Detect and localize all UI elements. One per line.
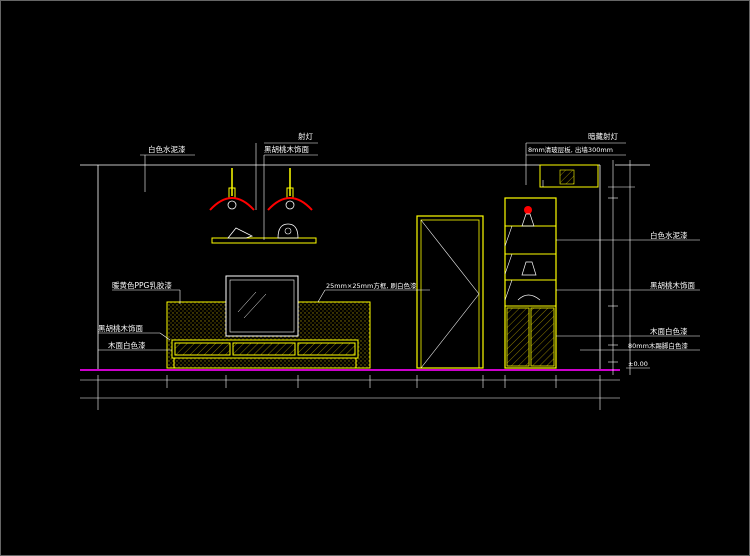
label-spotlight: 射灯	[298, 131, 313, 141]
label-ppg-latex: 暖黄色PPG乳胶漆	[112, 280, 172, 290]
label-level: ±0.00	[628, 360, 648, 368]
television	[225, 275, 299, 337]
pendant-lamp-right	[267, 168, 313, 211]
label-black-walnut-right: 黑胡桃木饰面	[650, 280, 695, 290]
label-wood-white-right: 木面白色漆	[650, 326, 688, 336]
ceiling-light-box	[539, 164, 599, 188]
label-black-walnut-top: 黑胡桃木饰面	[264, 144, 309, 154]
tv-cabinet	[171, 339, 359, 368]
pendant-lamp-left	[209, 168, 255, 211]
label-white-paint-right: 白色水泥漆	[650, 230, 688, 240]
label-square-wood: 25mm×25mm方框, 刷白色漆	[326, 281, 417, 290]
display-cabinet	[504, 197, 557, 369]
label-white-paint-top: 白色水泥漆	[148, 144, 186, 154]
dimension-lines-right	[608, 160, 635, 375]
label-black-walnut-left: 黑胡桃木饰面	[98, 323, 143, 333]
dimension-lines-bottom	[80, 375, 620, 410]
door	[416, 215, 484, 369]
label-hidden-spotlight: 暗藏射灯	[588, 131, 618, 141]
label-wood-white-left: 木面白色漆	[108, 340, 146, 350]
label-wood-skirting: 80mm木踢脚白色漆	[628, 341, 688, 350]
leader-lines	[98, 142, 700, 369]
label-glass-shelf: 8mm清玻层板, 出墙300mm	[528, 145, 613, 154]
